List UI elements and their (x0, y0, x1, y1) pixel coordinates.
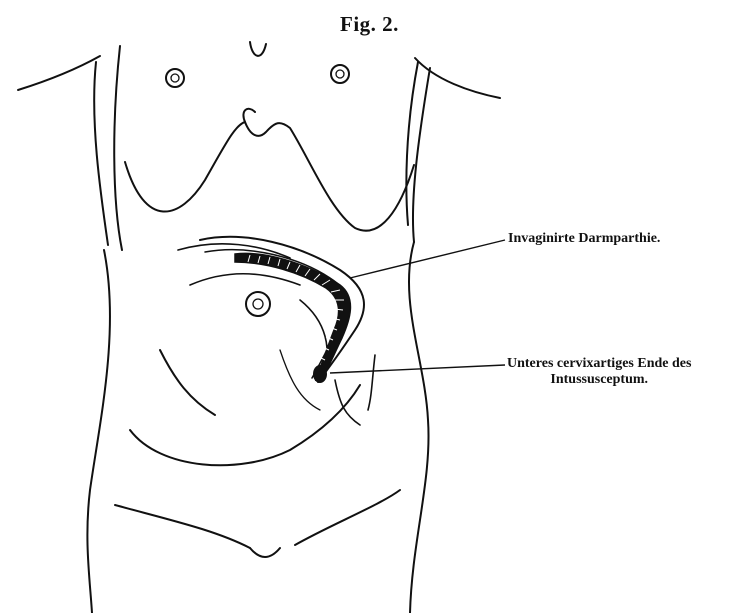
lower-right-fold (295, 490, 400, 545)
lower-abdomen-arc (130, 385, 360, 465)
left-nipple-inner (171, 74, 179, 82)
sternum-tip (243, 109, 255, 122)
left-arm-outer (114, 46, 122, 250)
left-torso-side (87, 250, 110, 613)
costal-margin (125, 122, 414, 231)
intestine-lower-end (313, 365, 327, 383)
left-abdomen-fold (160, 350, 215, 415)
fold-stroke-2 (190, 274, 300, 285)
left-shoulder-line (18, 56, 100, 90)
label-lower-end: Unteres cervixartiges Ende des Intussusc… (507, 356, 691, 388)
right-arm-outer (406, 62, 418, 225)
label-lower-end-line2: Intussusceptum. (507, 372, 691, 388)
leader-line-lower-end (330, 365, 505, 373)
label-lower-end-line1: Unteres cervixartiges Ende des (507, 356, 691, 372)
fold-stroke-1 (178, 244, 290, 258)
right-nipple (331, 65, 349, 83)
leader-line-invaginated (350, 240, 505, 278)
right-torso-side (409, 242, 429, 613)
left-arm-inner (94, 62, 108, 245)
right-nipple-inner (336, 70, 344, 78)
navel (246, 292, 270, 316)
fold-stroke-6 (280, 350, 320, 410)
groin-center (250, 548, 280, 557)
lower-left-fold (115, 505, 250, 548)
left-nipple (166, 69, 184, 87)
neck-notch (250, 42, 266, 56)
label-invaginated-intestine: Invaginirte Darmparthie. (508, 231, 660, 247)
navel-inner (253, 299, 263, 309)
fold-stroke-5 (368, 355, 375, 410)
right-arm-inner (413, 68, 430, 242)
